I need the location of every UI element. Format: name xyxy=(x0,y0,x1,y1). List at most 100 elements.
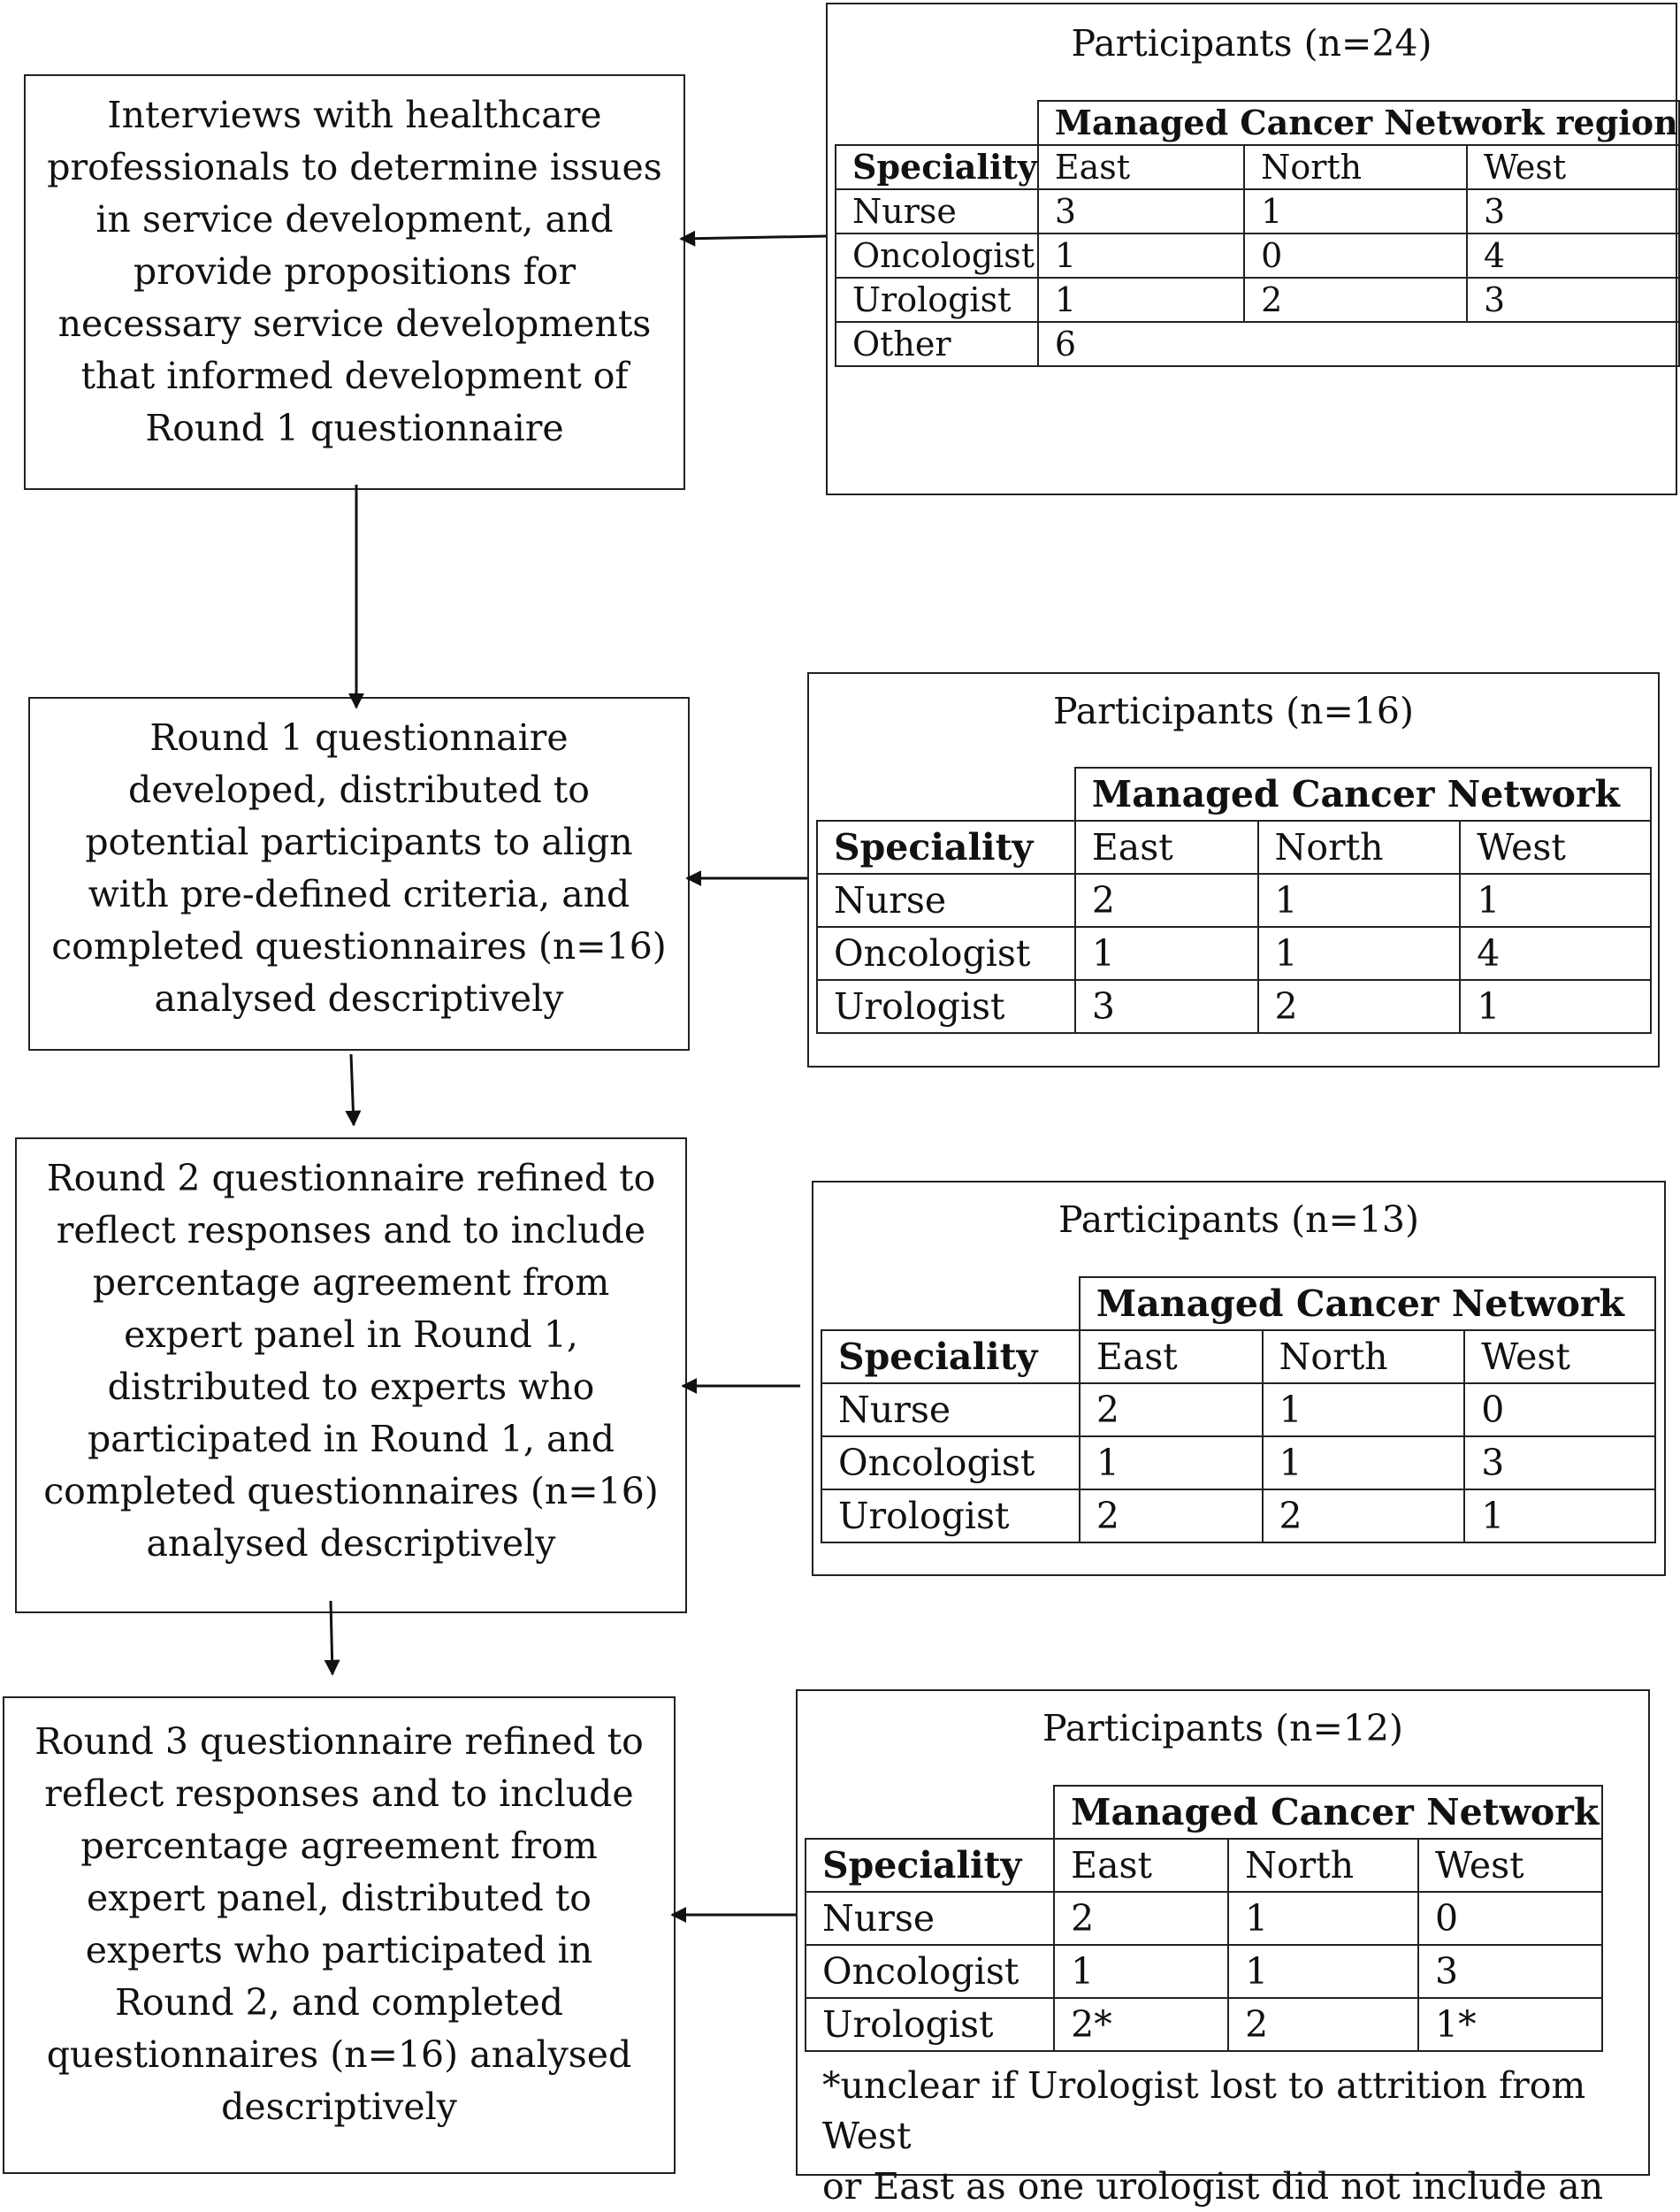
cell-value: 1 xyxy=(1459,873,1652,928)
row-label: Oncologist xyxy=(816,926,1076,981)
panel-1-col-east: East xyxy=(1036,144,1246,190)
panel-4-title: Participants (n=12) xyxy=(1042,1707,1404,1749)
row-label: Urologist xyxy=(804,1997,1056,2052)
cell-value: 1 xyxy=(1073,926,1259,981)
down-arrow-3 xyxy=(324,1600,340,1676)
table-row: Other 6 xyxy=(835,321,1680,367)
panel-3-col-west: West xyxy=(1463,1329,1656,1384)
table-row: Nurse 2 1 0 xyxy=(804,1891,1603,1946)
cell-value: 1 xyxy=(1256,873,1462,928)
panel-4-col-west: West xyxy=(1417,1838,1603,1893)
panel-3-col-north: North xyxy=(1261,1329,1466,1384)
panel-1-table: Managed Cancer Network region Speciality… xyxy=(835,100,1680,367)
cell-value: 1 xyxy=(1256,926,1462,981)
panel-2-table: Managed Cancer Network Speciality East N… xyxy=(816,767,1653,1034)
panel-2-col-east: East xyxy=(1073,820,1259,875)
step-box-interviews: Interviews with healthcare professionals… xyxy=(24,74,685,490)
panel-2-speciality-header: Speciality xyxy=(816,820,1076,875)
panel-3-title: Participants (n=13) xyxy=(1058,1198,1420,1241)
panel-1-title: Participants (n=24) xyxy=(1071,22,1432,65)
panel-4-speciality-header: Speciality xyxy=(804,1838,1056,1893)
step-box-round-1: Round 1 questionnaire developed, distrib… xyxy=(28,697,690,1051)
panel-4-table: Managed Cancer Network Speciality East N… xyxy=(804,1785,1603,2052)
row-label: Oncologist xyxy=(835,233,1039,279)
cell-value: 3 xyxy=(1465,188,1680,234)
cell-value: 1 xyxy=(1036,277,1246,323)
panel-2-col-west: West xyxy=(1459,820,1652,875)
panel-1-col-west: West xyxy=(1465,144,1680,190)
cell-value: 4 xyxy=(1465,233,1680,279)
table-row: Urologist 2* 2 1* xyxy=(804,1997,1603,2052)
table-row: Urologist 2 2 1 xyxy=(821,1489,1656,1543)
cell-value: 1 xyxy=(1053,1944,1230,1999)
panel-2-col-north: North xyxy=(1256,820,1462,875)
cell-value: 1 xyxy=(1261,1382,1466,1437)
cell-value: 3 xyxy=(1463,1435,1656,1490)
cell-value: 2 xyxy=(1073,873,1259,928)
table-row: Nurse 3 1 3 xyxy=(835,188,1680,234)
table-row: Nurse 2 1 0 xyxy=(821,1382,1656,1437)
panel-1-network-header: Managed Cancer Network region xyxy=(1036,100,1680,146)
panel-4-network-header: Managed Cancer Network xyxy=(1053,1785,1603,1840)
panel-1-col-north: North xyxy=(1243,144,1468,190)
table-row: Oncologist 1 1 4 xyxy=(816,926,1652,981)
panel-2-title: Participants (n=16) xyxy=(1052,690,1415,732)
panel-3-col-east: East xyxy=(1078,1329,1264,1384)
table-row: Urologist 3 2 1 xyxy=(816,979,1652,1034)
row-label: Other xyxy=(835,321,1039,367)
cell-value: 2 xyxy=(1256,979,1462,1034)
row-label: Urologist xyxy=(816,979,1076,1034)
cell-value: 0 xyxy=(1243,233,1468,279)
row-label: Nurse xyxy=(835,188,1039,234)
cell-value: 1 xyxy=(1227,1891,1420,1946)
step-box-round-2: Round 2 questionnaire refined to reflect… xyxy=(15,1137,687,1613)
panel-3-speciality-header: Speciality xyxy=(821,1329,1081,1384)
cell-value: 3 xyxy=(1417,1944,1603,1999)
cell-value: 3 xyxy=(1073,979,1259,1034)
panel-3-network-header: Managed Cancer Network xyxy=(1078,1276,1657,1331)
cell-value: 0 xyxy=(1463,1382,1656,1437)
step-text-round-3: Round 3 questionnaire refined to reflect… xyxy=(34,1720,644,2128)
step-text-interviews: Interviews with healthcare professionals… xyxy=(47,94,662,449)
cell-value: 2 xyxy=(1261,1489,1466,1543)
footnote-line: *unclear if Urologist lost to attrition … xyxy=(822,2064,1586,2157)
step-box-round-3: Round 3 questionnaire refined to reflect… xyxy=(3,1696,676,2174)
step-text-round-2: Round 2 questionnaire refined to reflect… xyxy=(43,1157,659,1565)
cell-value: 6 xyxy=(1036,321,1680,367)
cell-value: 2 xyxy=(1243,277,1468,323)
cell-value: 1 xyxy=(1463,1489,1656,1543)
row-label: Nurse xyxy=(816,873,1076,928)
cell-value: 2 xyxy=(1053,1891,1230,1946)
cell-value: 2 xyxy=(1078,1382,1264,1437)
row-label: Nurse xyxy=(804,1891,1056,1946)
panel-4-col-east: East xyxy=(1053,1838,1230,1893)
row-label: Nurse xyxy=(821,1382,1081,1437)
cell-value: 4 xyxy=(1459,926,1652,981)
row-label: Urologist xyxy=(835,277,1039,323)
cell-value: 3 xyxy=(1465,277,1680,323)
left-arrow-1 xyxy=(679,230,827,247)
cell-value: 0 xyxy=(1417,1891,1603,1946)
cell-value: 1 xyxy=(1036,233,1246,279)
cell-value: 2 xyxy=(1227,1997,1420,2052)
row-label: Oncologist xyxy=(821,1435,1081,1490)
table-row: Oncologist 1 0 4 xyxy=(835,233,1680,279)
cell-value: 2* xyxy=(1053,1997,1230,2052)
down-arrow-2 xyxy=(345,1053,362,1127)
panel-3-table: Managed Cancer Network Speciality East N… xyxy=(821,1276,1657,1543)
cell-value: 1 xyxy=(1261,1435,1466,1490)
table-row: Nurse 2 1 1 xyxy=(816,873,1652,928)
cell-value: 1 xyxy=(1243,188,1468,234)
cell-value: 1 xyxy=(1227,1944,1420,1999)
participants-panel-2: Participants (n=16) Managed Cancer Netwo… xyxy=(807,672,1660,1068)
cell-value: 2 xyxy=(1078,1489,1264,1543)
panel-2-network-header: Managed Cancer Network xyxy=(1073,767,1653,822)
panel-4-col-north: North xyxy=(1227,1838,1420,1893)
step-text-round-1: Round 1 questionnaire developed, distrib… xyxy=(51,716,667,1020)
row-label: Oncologist xyxy=(804,1944,1056,1999)
row-label: Urologist xyxy=(821,1489,1081,1543)
cell-value: 3 xyxy=(1036,188,1246,234)
participants-panel-3: Participants (n=13) Managed Cancer Netwo… xyxy=(812,1181,1666,1576)
participants-panel-1: Participants (n=24) Managed Cancer Netwo… xyxy=(826,3,1680,495)
